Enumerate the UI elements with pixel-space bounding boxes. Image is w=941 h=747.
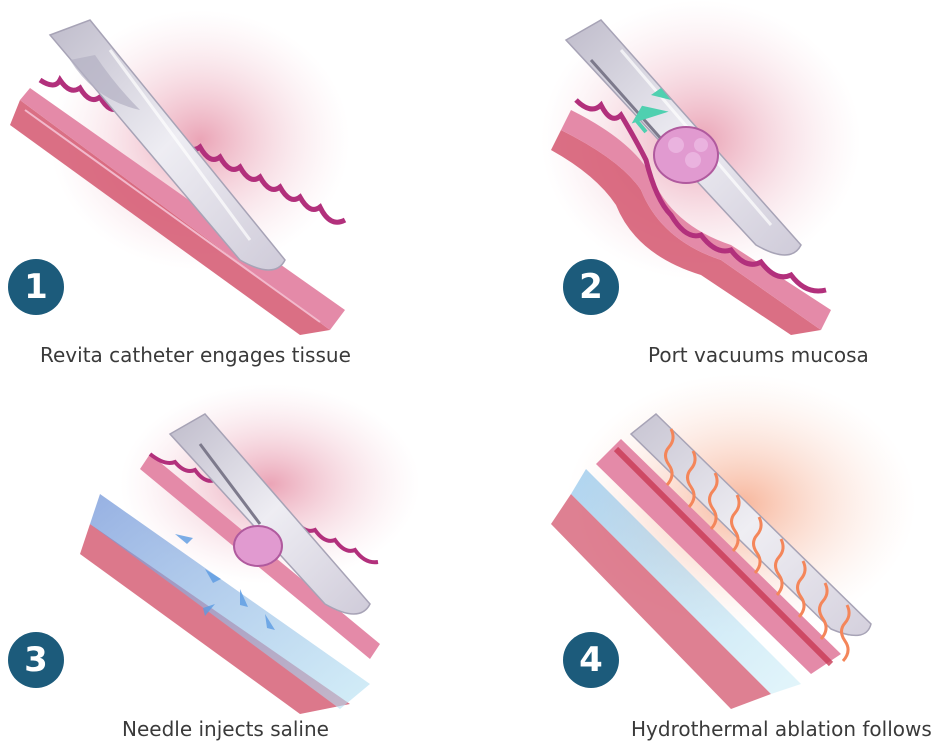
step-2-caption: Port vacuums mucosa	[648, 343, 869, 367]
step-4-caption: Hydrothermal ablation follows	[631, 717, 932, 741]
step-3-panel: 3 Needle injects saline	[0, 374, 470, 747]
step-4-panel: 4 Hydrothermal ablation follows	[471, 374, 941, 747]
tissue-fold	[668, 137, 684, 153]
vacuumed-tissue	[654, 127, 718, 183]
step-2-panel: 2 Port vacuums mucosa	[471, 0, 941, 373]
step-3-illustration	[0, 374, 470, 747]
tissue-fold	[685, 152, 701, 168]
step-4-badge: 4	[563, 632, 619, 688]
step-1-caption: Revita catheter engages tissue	[40, 343, 351, 367]
tissue-fold	[694, 138, 708, 152]
step-1-illustration	[0, 0, 470, 373]
vacuumed-tissue	[234, 526, 282, 566]
step-3-badge: 3	[8, 632, 64, 688]
step-4-illustration	[471, 374, 941, 747]
step-3-caption: Needle injects saline	[122, 717, 329, 741]
step-1-panel: 1 Revita catheter engages tissue	[0, 0, 470, 373]
step-2-illustration	[471, 0, 941, 373]
step-2-badge: 2	[563, 259, 619, 315]
step-1-badge: 1	[8, 259, 64, 315]
